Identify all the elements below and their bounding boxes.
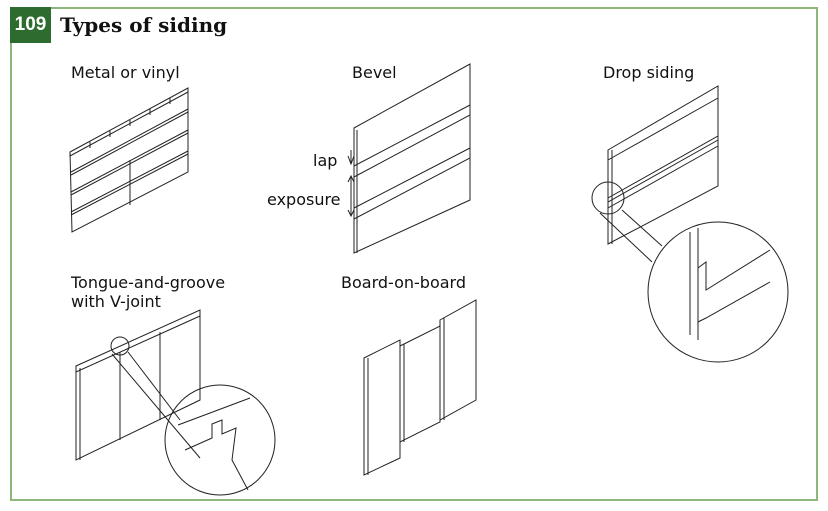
label-tongue-groove: Tongue-and-groove with V-joint: [71, 273, 225, 311]
figure-frame: [10, 7, 818, 501]
annotation-exposure: exposure: [267, 190, 341, 209]
label-bevel: Bevel: [352, 63, 397, 82]
figure-number-badge: 109: [10, 7, 51, 43]
label-drop-siding: Drop siding: [603, 63, 695, 82]
figure-title: Types of siding: [60, 13, 228, 37]
label-metal-vinyl: Metal or vinyl: [71, 63, 180, 82]
label-tongue-groove-line1: Tongue-and-groove: [71, 273, 226, 292]
board-on-board-illustration: [363, 299, 477, 476]
metal-vinyl-illustration: [69, 87, 189, 233]
label-board-on-board: Board-on-board: [341, 273, 466, 292]
drop-siding-illustration: [591, 85, 789, 363]
annotation-lap: lap: [313, 151, 338, 170]
tongue-groove-illustration: [75, 309, 276, 496]
label-tongue-groove-line2: with V-joint: [71, 292, 161, 311]
bevel-illustration: [347, 63, 471, 254]
